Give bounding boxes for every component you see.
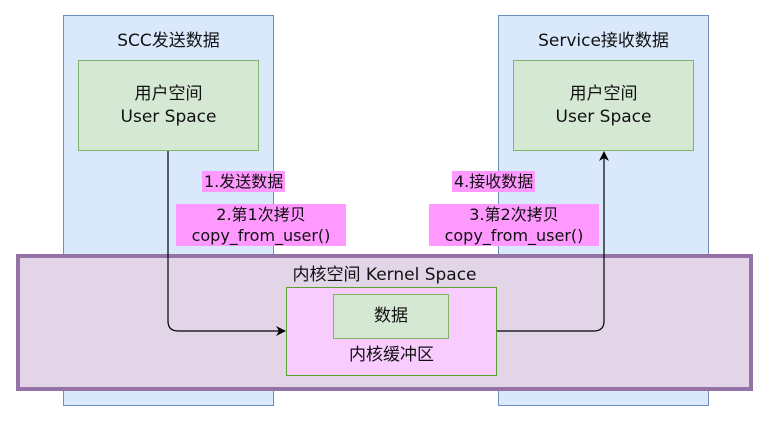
kernel-buffer-title: 内核缓冲区 [349,345,434,365]
step-4-receive-label: 4.接收数据 [452,171,536,192]
data-box-label: 数据 [374,306,408,326]
send-flow-arrow [167,151,286,336]
scc-user-space-label-cn: 用户空间 [134,83,203,104]
kernel-space-title: 内核空间 Kernel Space [292,265,477,285]
scc-lane-title: SCC发送数据 [117,31,220,51]
step-3-copy-title: 3.第2次拷贝 [469,205,559,224]
service-user-space-label-cn: 用户空间 [569,83,638,104]
service-lane-title: Service接收数据 [538,31,669,51]
scc-user-space-label-en: User Space [120,106,217,127]
data-box: 数据 [333,294,449,339]
step-2-copy-label: 2.第1次拷贝 copy_from_user() [176,204,346,246]
service-user-space-label-en: User Space [555,106,652,127]
step-1-send-label: 1.发送数据 [202,171,286,192]
step-3-copy-function: copy_from_user() [444,226,584,245]
scc-user-space-box: 用户空间 User Space [78,60,259,151]
step-3-copy-label: 3.第2次拷贝 copy_from_user() [429,204,599,246]
receive-flow-arrow [497,151,609,332]
step-2-copy-function: copy_from_user() [191,226,331,245]
service-user-space-box: 用户空间 User Space [513,60,694,151]
step-2-copy-title: 2.第1次拷贝 [216,205,306,224]
